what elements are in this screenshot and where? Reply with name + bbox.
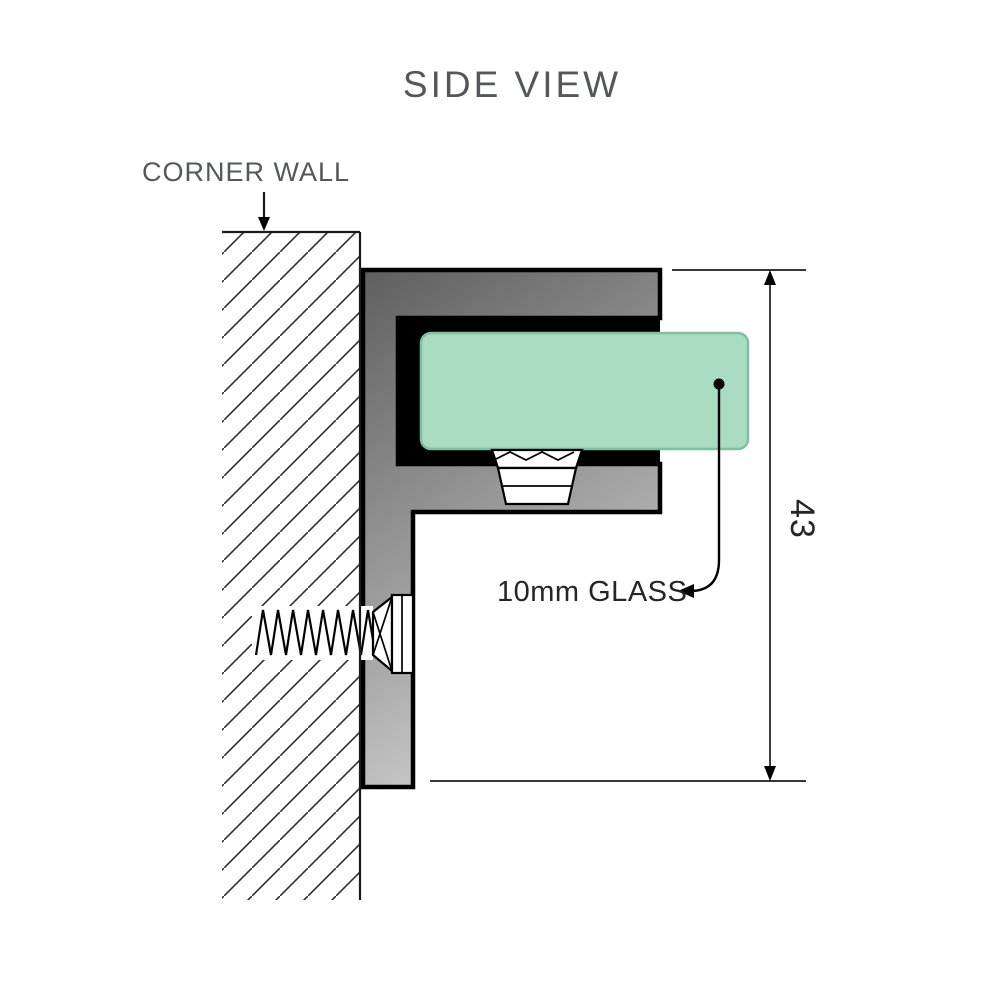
- glass-label: 10mm GLASS: [497, 576, 687, 608]
- screw-threads: [254, 609, 375, 656]
- corner-wall-arrow-icon: [258, 192, 270, 231]
- dimension-value: 43: [783, 499, 821, 539]
- wall-hatching: [222, 232, 360, 900]
- grub-screw-body: [496, 466, 578, 506]
- corner-wall-label: CORNER WALL: [142, 157, 350, 187]
- dimension-43: 43: [430, 269, 821, 782]
- wall-screw: [252, 593, 415, 675]
- dimension-arrow-bottom-icon: [764, 766, 776, 781]
- glass-panel: [419, 331, 750, 451]
- leader-arrow-icon: [678, 584, 694, 598]
- leader-line: [689, 384, 721, 593]
- dimension-arrow-top-icon: [764, 270, 776, 285]
- screw-countersink: [371, 594, 394, 674]
- screw-head: [390, 593, 415, 675]
- page-title: SIDE VIEW: [403, 64, 621, 105]
- grub-screw-washer: [490, 448, 584, 470]
